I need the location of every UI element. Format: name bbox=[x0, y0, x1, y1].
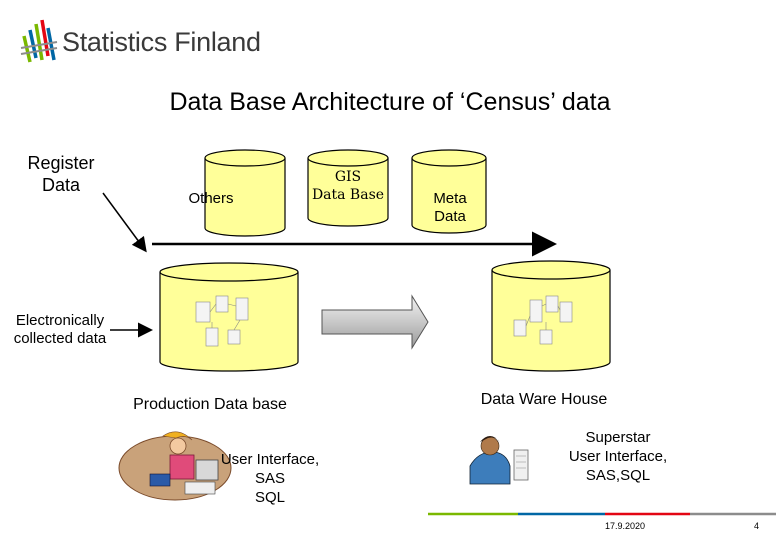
office-worker-clipart-icon bbox=[118, 431, 232, 501]
schema-icon bbox=[513, 295, 573, 345]
others-cylinder-icon bbox=[204, 149, 286, 237]
meta-data-line: Meta bbox=[433, 190, 467, 207]
warehouse-caption: Data Ware House bbox=[480, 391, 608, 408]
others-label: Others bbox=[188, 190, 234, 207]
production-caption: Production Data base bbox=[133, 396, 287, 413]
warehouse-tools: Superstar User Interface, SAS,SQL bbox=[556, 428, 680, 485]
production-cylinder-icon bbox=[159, 262, 299, 372]
user-phone-clipart-icon bbox=[469, 436, 529, 485]
transfer-arrow-icon bbox=[321, 294, 429, 350]
electronic-data-line: collected data bbox=[13, 330, 107, 347]
register-data-line: Data bbox=[41, 175, 81, 195]
production-tool-line: SQL bbox=[254, 489, 285, 506]
meta-data-label: Meta Data bbox=[415, 190, 485, 226]
production-tools: User Interface, SAS SQL bbox=[208, 450, 332, 507]
warehouse-tool-line: Superstar bbox=[585, 429, 651, 446]
gis-line: GIS bbox=[334, 169, 362, 185]
schema-icon bbox=[195, 295, 249, 347]
warehouse-tool-line: User Interface, bbox=[568, 448, 668, 465]
gis-label: GIS Data Base bbox=[300, 168, 396, 204]
warehouse-cylinder-icon bbox=[491, 260, 611, 372]
page-number: 4 bbox=[754, 521, 760, 531]
brand-name: Statistics Finland bbox=[62, 27, 261, 57]
register-data-label: Register Data bbox=[18, 152, 104, 196]
production-tool-line: SAS bbox=[254, 470, 285, 487]
warehouse-tool-line: SAS,SQL bbox=[585, 467, 651, 484]
electronic-data-line: Electronically bbox=[15, 312, 105, 329]
meta-cylinder-icon bbox=[411, 149, 487, 234]
production-tool-line: User Interface, bbox=[220, 451, 320, 468]
gis-cylinder-icon bbox=[307, 149, 389, 227]
meta-data-line: Data bbox=[434, 208, 466, 225]
electronic-data-label: Electronically collected data bbox=[5, 312, 115, 348]
statistics-finland-logo-icon bbox=[20, 19, 58, 63]
footer-date: 17.9.2020 bbox=[605, 521, 646, 531]
page-title: Data Base Architecture of ‘Census’ data bbox=[169, 88, 611, 116]
register-arrow bbox=[102, 192, 147, 253]
register-data-line: Register bbox=[27, 153, 95, 173]
gis-line: Data Base bbox=[311, 187, 385, 203]
